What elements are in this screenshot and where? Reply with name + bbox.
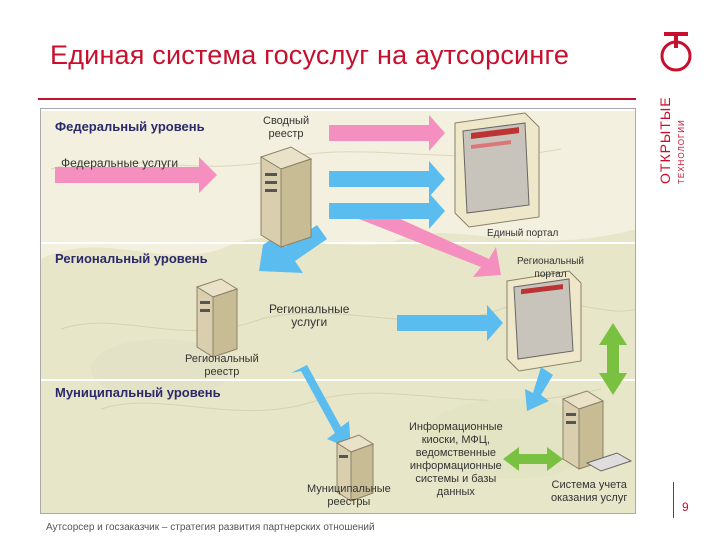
slide-title: Единая система госуслуг на аутсорсинге (50, 40, 570, 70)
server-icon-service-accounting (561, 390, 605, 470)
label-service-accounting: Система учета оказания услуг (551, 479, 628, 504)
label-info-systems: Информационные киоски, МФЦ, ведомственны… (409, 421, 503, 498)
label-regional-portal: Региональный портал (517, 256, 585, 280)
server-icon-municipal-registries (335, 434, 375, 502)
server-icon-summary-registry (259, 146, 313, 248)
arrow-to-unified-portal-2 (329, 193, 445, 229)
page-number: 9 (682, 500, 689, 514)
server-icon-regional-registry (195, 278, 239, 358)
arrow-municipal-to-regional (291, 365, 351, 449)
label-regional-services: Региональные услуги (269, 302, 350, 329)
label-summary-registry: Сводный реестр (263, 115, 310, 140)
brand-logo: ОТКРЫТЫЕ ТЕХНОЛОГИИ (657, 32, 692, 184)
arrow-to-regional-portal (359, 205, 501, 277)
arrow-federal-services (55, 157, 217, 193)
title-divider (38, 98, 636, 100)
arrow-portal-accounting-sync (599, 323, 627, 395)
arrow-portal-to-municipal (525, 367, 553, 411)
arrow-to-unified-portal-1 (329, 161, 445, 197)
label-municipal-registries: Муниципальные реестры (307, 483, 391, 508)
architecture-diagram: Федеральный уровень Региональный уровень… (40, 108, 636, 514)
brand-mark-icon (660, 32, 692, 72)
slide-footer: Аутсорсер и госзаказчик – стратегия разв… (46, 522, 375, 533)
russia-map-background (41, 109, 635, 513)
monitor-icon-unified-portal (454, 112, 540, 228)
page-number-divider (673, 482, 674, 518)
arrow-regional-services (397, 305, 503, 341)
label-regional-registry: Региональный реестр (185, 353, 259, 378)
level-federal: Федеральный уровень (55, 119, 205, 134)
level-regional: Региональный уровень (55, 251, 208, 266)
label-federal-services: Федеральные услуги (61, 156, 179, 170)
arrow-info-systems-accounting (503, 447, 563, 471)
monitor-icon-regional-portal (506, 270, 582, 372)
arrow-to-unified-portal-top (329, 115, 445, 151)
label-unified-portal: Единый портал (487, 228, 559, 239)
keyboard-icon (585, 452, 633, 472)
brand-wordmark-sub: ТЕХНОЛОГИИ (677, 119, 686, 184)
brand-wordmark-main: ОТКРЫТЫЕ (657, 96, 673, 184)
level-municipal: Муниципальный уровень (55, 385, 221, 400)
